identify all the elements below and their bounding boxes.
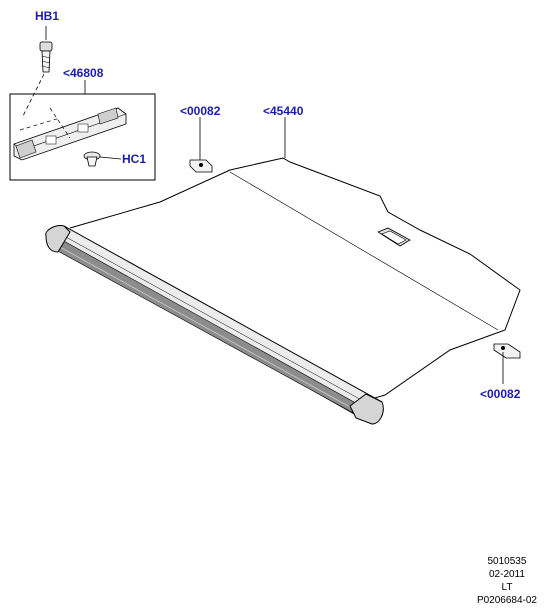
callout-45440: <45440 (263, 104, 304, 118)
footer-date: 02-2011 (488, 569, 525, 580)
bracket-00082-top (189, 117, 213, 173)
bracket-46808 (13, 107, 127, 161)
bracket-00082-bottom (493, 343, 521, 384)
callout-hc1: HC1 (122, 152, 147, 166)
load-cover-45440 (69, 117, 521, 401)
callout-00082-bottom: <00082 (480, 387, 521, 401)
bolt-hb1 (21, 26, 53, 119)
clip-hc1 (83, 151, 122, 167)
footer-ref: P0206684-02 (476, 595, 537, 606)
callout-hb1: HB1 (35, 9, 60, 23)
callout-00082-top: <00082 (180, 104, 221, 118)
footer-code: 5010535 (487, 556, 527, 567)
roller-cassette (45, 225, 384, 425)
inset-frame (9, 93, 156, 181)
callout-46808: <46808 (63, 66, 104, 80)
footer-lt: LT (501, 582, 513, 593)
footer-reference: 5010535 02-2011 LT P0206684-02 (477, 555, 537, 607)
